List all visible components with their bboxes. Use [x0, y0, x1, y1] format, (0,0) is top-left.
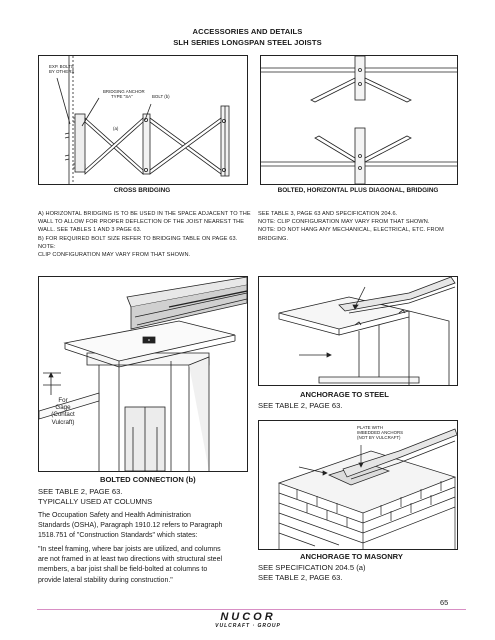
bolted-connection-line-1: SEE TABLE 2, PAGE 63. — [38, 487, 123, 496]
logo-main: NUCOR — [220, 611, 276, 623]
page-title-line-1: ACCESSORIES AND DETAILS — [192, 27, 303, 36]
anchorage-masonry-line-1: SEE SPECIFICATION 204.5 (a) — [258, 563, 366, 572]
note-line: NOTE: CLIP CONFIGURATION MAY VARY FROM T… — [258, 219, 430, 226]
bolted-bridging-figure — [260, 55, 458, 185]
bolted-connection-title: BOLTED CONNECTION (b) — [100, 475, 196, 484]
bolted-bridging-caption: BOLTED, HORIZONTAL PLUS DIAGONAL, BRIDGI… — [277, 187, 439, 194]
gage-label-line: Gage — [55, 404, 71, 412]
osha-line: The Occupation Safety and Health Adminis… — [38, 512, 191, 519]
anchorage-steel-title: ANCHORAGE TO STEEL — [300, 390, 389, 399]
bolted-bridging-notes: SEE TABLE 3, PAGE 63 AND SPECIFICATION 2… — [258, 210, 458, 243]
bolt-label: BOLT (b) — [152, 94, 170, 99]
bolted-connection-line-2: TYPICALLY USED AT COLUMNS — [38, 497, 153, 506]
a-mark-label: (a) — [113, 126, 119, 131]
page-number: 65 — [440, 598, 449, 607]
logo-sub: VULCRAFT · GROUP — [215, 623, 281, 629]
note-line: CLIP CONFIGURATION MAY VARY FROM THAT SH… — [38, 252, 191, 259]
bridging-anchor-label-1: BRIDGING ANCHOR — [103, 89, 145, 94]
bolted-bridging-drawing — [261, 56, 457, 184]
plate-label-line: PLATE WITH — [357, 425, 384, 430]
plate-label: PLATE WITH IMBEDDED ANCHORS (NOT BY VULC… — [357, 425, 403, 440]
exp-bolts-label-2: BY OTHERS — [49, 69, 75, 74]
note-line: WALL. SEE TABLES 1 AND 3 PAGE 63. — [38, 227, 142, 234]
cross-bridging-drawing — [56, 56, 230, 184]
osha-paragraph: The Occupation Safety and Health Adminis… — [38, 511, 253, 542]
anchorage-steel-drawing — [278, 277, 456, 385]
note-line: WALL TO ALLOW FOR PROPER DEFLECTION OF T… — [38, 219, 245, 226]
note-line: A) HORIZONTAL BRIDGING IS TO BE USED IN … — [38, 211, 251, 217]
anchorage-masonry-figure: PLATE WITH IMBEDDED ANCHORS (NOT BY VULC… — [258, 420, 458, 550]
exp-bolts-label-1: EXP. BOLTS — [49, 64, 74, 69]
quote-paragraph: "In steel framing, where bar joists are … — [38, 545, 253, 586]
gage-label: For Gage (Contact Vulcraft) — [41, 397, 85, 426]
gage-label-line: For — [58, 397, 68, 404]
osha-line: 1518.751 of "Construction Standards" whi… — [38, 532, 198, 540]
anchorage-steel-figure — [258, 276, 458, 386]
bolted-connection-figure: For Gage (Contact Vulcraft) — [38, 276, 248, 472]
quote-line: are not framed in at least two direction… — [38, 556, 223, 564]
cross-bridging-figure: EXP. BOLTS BY OTHERS BRIDGING ANCHOR TYP… — [38, 55, 248, 185]
bolted-connection-drawing — [39, 277, 247, 471]
note-line: BRIDGING. — [258, 235, 289, 242]
footer-rule — [37, 609, 466, 611]
bridging-anchor-label-2: TYPE "SA" — [111, 94, 133, 99]
anchorage-masonry-title: ANCHORAGE TO MASONRY — [300, 552, 403, 561]
quote-line: "In steel framing, where bar joists are … — [38, 546, 221, 553]
cross-bridging-caption: CROSS BRIDGING — [113, 187, 171, 194]
gage-label-line: Vulcraft) — [51, 418, 75, 426]
gage-label-line: (Contact — [51, 411, 75, 419]
nucor-logo: NUCOR VULCRAFT · GROUP — [196, 611, 300, 629]
note-line: NOTE: DO NOT HANG ANY MECHANICAL, ELECTR… — [258, 227, 444, 234]
note-line: SEE TABLE 3, PAGE 63 AND SPECIFICATION 2… — [258, 211, 398, 217]
anchorage-steel-line: SEE TABLE 2, PAGE 63. — [258, 401, 343, 410]
cross-bridging-notes: A) HORIZONTAL BRIDGING IS TO BE USED IN … — [38, 210, 253, 259]
anchorage-masonry-line-2: SEE TABLE 2, PAGE 63. — [258, 573, 343, 582]
osha-line: Standards (OSHA), Paragraph 1910.12 refe… — [38, 522, 223, 530]
anchorage-masonry-drawing — [277, 428, 457, 549]
quote-line: members, a bar joist shall be field-bolt… — [38, 566, 208, 574]
note-line: B) FOR REQUIRED BOLT SIZE REFER TO BRIDG… — [38, 235, 238, 250]
plate-label-line: IMBEDDED ANCHORS — [357, 430, 404, 435]
page-title-line-2: SLH SERIES LONGSPAN STEEL JOISTS — [173, 38, 322, 47]
plate-label-line: (NOT BY VULCRAFT) — [357, 435, 401, 440]
quote-line: provide lateral stability during constru… — [38, 576, 173, 584]
